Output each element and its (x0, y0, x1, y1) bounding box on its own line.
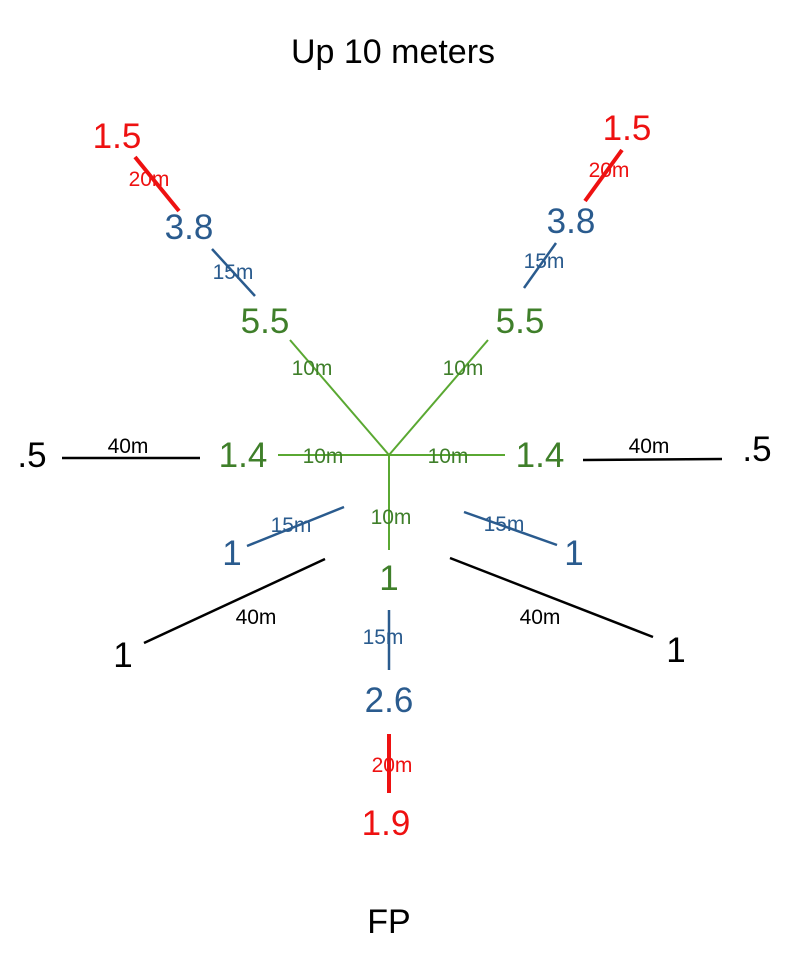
reading-lower-right-blue: 1 (564, 534, 583, 573)
segment-upper-right-20 (583, 148, 624, 203)
reading-down-green: 1 (379, 559, 398, 598)
segment-lower-left-15 (246, 505, 345, 548)
dist-right-10: 10m (428, 445, 469, 468)
reading-down-blue: 2.6 (365, 681, 414, 720)
segment-upper-left-15 (211, 248, 256, 297)
spoke-upper-left (289, 339, 390, 456)
reading-upper-left-green: 5.5 (241, 302, 290, 341)
reading-lower-left-black: 1 (113, 636, 132, 675)
reading-lower-left-blue: 1 (222, 534, 241, 573)
dist-down-10: 10m (371, 506, 412, 529)
dist-left-40: 40m (108, 435, 149, 458)
segment-right-40 (582, 457, 723, 462)
dist-upper-right-20: 20m (589, 159, 630, 182)
reading-down-red: 1.9 (362, 804, 411, 843)
reading-right-green: 1.4 (516, 436, 565, 475)
spoke-upper-right (388, 339, 489, 456)
segment-upper-left-20 (133, 155, 181, 213)
dist-upper-left-10: 10m (292, 357, 333, 380)
reading-upper-left-blue: 3.8 (165, 208, 214, 247)
dist-down-15: 15m (363, 626, 404, 649)
reading-left-black: .5 (17, 436, 46, 475)
dist-upper-left-20: 20m (129, 168, 170, 191)
segment-lower-right-15 (463, 510, 558, 547)
footer-label: FP (367, 903, 410, 941)
reading-upper-right-blue: 3.8 (547, 202, 596, 241)
dist-upper-right-15: 15m (524, 250, 565, 273)
reading-upper-left-red: 1.5 (93, 117, 142, 156)
reading-left-green: 1.4 (219, 436, 268, 475)
dist-upper-right-10: 10m (443, 357, 484, 380)
diagram-title: Up 10 meters (291, 33, 495, 71)
dist-lower-right-15: 15m (484, 513, 525, 536)
dist-left-10: 10m (303, 445, 344, 468)
dist-lower-left-40: 40m (236, 606, 277, 629)
dist-lower-right-40: 40m (520, 606, 561, 629)
center-spokes (278, 339, 505, 550)
reading-lower-right-black: 1 (666, 631, 685, 670)
segment-lower-left-40 (143, 557, 326, 645)
segment-lower-right-40 (449, 556, 654, 639)
dist-down-20: 20m (372, 754, 413, 777)
reading-upper-right-red: 1.5 (603, 109, 652, 148)
reading-upper-right-green: 5.5 (496, 302, 545, 341)
dist-lower-left-15: 15m (271, 514, 312, 537)
reading-right-black: .5 (742, 430, 771, 469)
segment-upper-right-15 (522, 242, 558, 289)
dist-upper-left-15: 15m (213, 261, 254, 284)
dist-right-40: 40m (629, 435, 670, 458)
